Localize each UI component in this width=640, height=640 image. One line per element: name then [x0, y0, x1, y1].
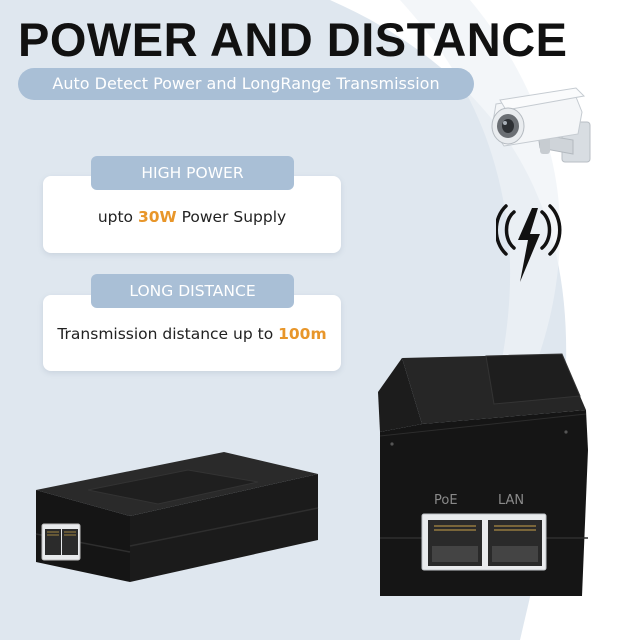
feature-text: upto 30W Power Supply: [43, 208, 341, 226]
lightning-icon: [518, 208, 540, 282]
feature-label-high-power: HIGH POWER: [91, 156, 294, 190]
poe-injector-small: [35, 452, 319, 582]
poe-injector-large: PoE LAN: [378, 353, 588, 596]
port-label-lan: LAN: [498, 493, 524, 508]
port-label-poe: PoE: [434, 493, 458, 508]
camera-icon: [491, 87, 591, 163]
feature-text-before: upto: [97, 208, 138, 226]
subtitle-banner: Auto Detect Power and LongRange Transmis…: [18, 68, 474, 100]
wireless-signal-icon: [496, 204, 562, 282]
feature-highlight: 30W: [137, 208, 177, 226]
feature-text-before: Transmission distance up to: [57, 325, 279, 343]
feature-text-after: Power Supply: [176, 208, 287, 226]
page-title: POWER AND DISTANCE: [18, 13, 568, 66]
feature-text: Transmission distance up to 100m: [43, 325, 341, 343]
feature-highlight: 100m: [278, 325, 327, 343]
feature-label-long-distance: LONG DISTANCE: [91, 274, 294, 308]
